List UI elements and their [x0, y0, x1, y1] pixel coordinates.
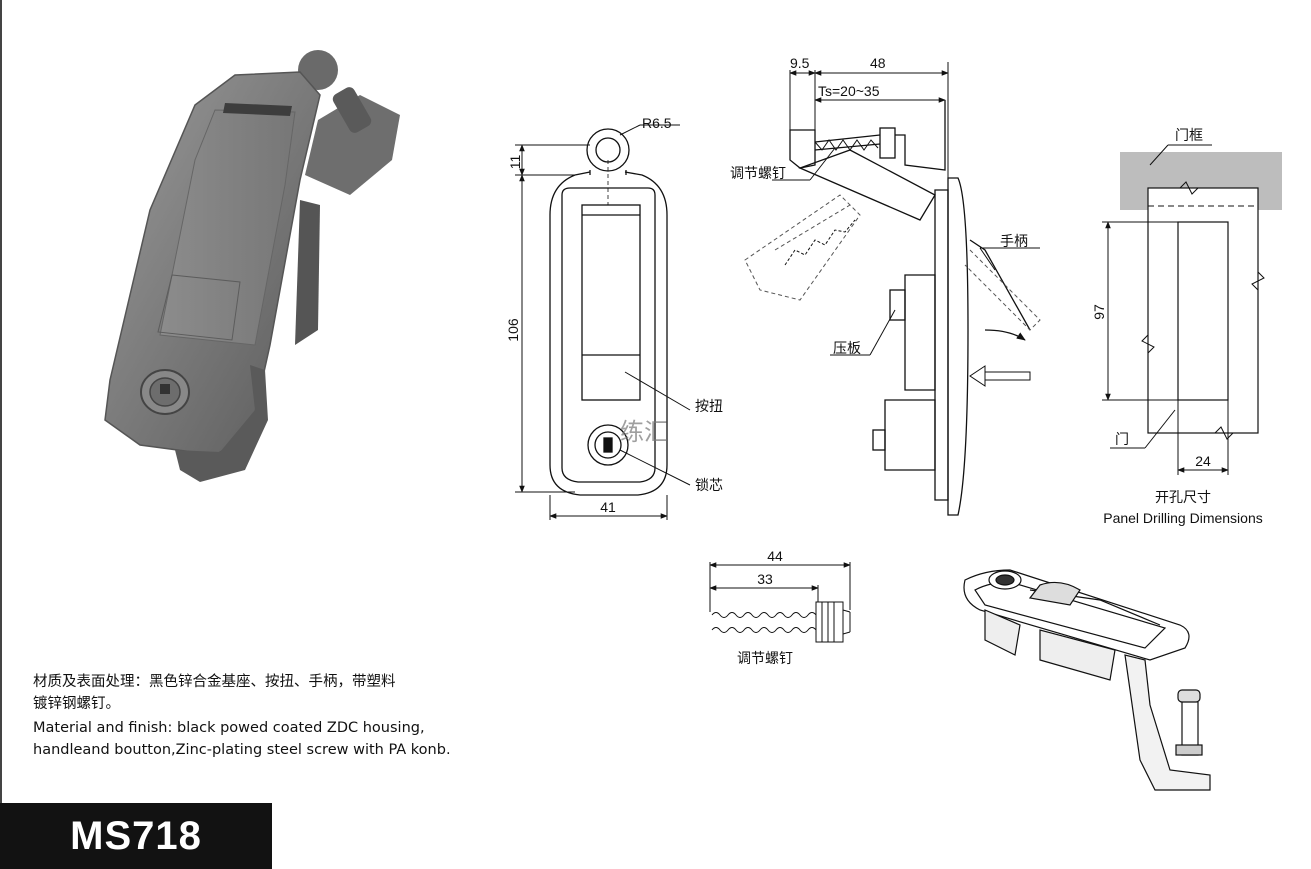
latch-3d-line-render	[963, 569, 1211, 791]
screw-thread-dim: 33	[757, 571, 773, 587]
width-dim: 41	[600, 499, 616, 515]
front-view	[549, 128, 668, 496]
panel-height-dim: 97	[1091, 304, 1107, 320]
screw-caption: 调节螺钉	[737, 651, 793, 667]
top-offset-dim: 11	[507, 155, 523, 170]
screw-detail	[709, 562, 851, 643]
panel-width-dim: 24	[1195, 453, 1211, 469]
door-label: 门	[1115, 432, 1129, 448]
handle-label: 手柄	[1000, 234, 1028, 250]
side-view	[789, 100, 1031, 516]
screw-total-dim: 44	[767, 548, 783, 564]
panel-drilling-diagram	[1120, 152, 1282, 440]
material-en-line2: handleand boutton,Zinc-plating steel scr…	[33, 742, 451, 758]
model-number: MS718	[70, 813, 202, 858]
door-frame-label: 门框	[1175, 128, 1203, 144]
side-ghost-handle	[744, 194, 1041, 331]
front-dimensions	[515, 124, 691, 520]
material-cn-line2: 镀锌钢螺钉。	[33, 696, 120, 712]
height-dim: 106	[505, 318, 521, 342]
material-cn-line1: 材质及表面处理：黑色锌合金基座、按扭、手柄，带塑料	[33, 674, 396, 690]
left-border	[0, 0, 2, 869]
panel-caption-cn: 开孔尺寸	[1155, 490, 1211, 506]
lock-core-label: 锁芯	[695, 478, 723, 494]
thickness-dim: Ts=20~35	[818, 83, 880, 99]
button-label: 按扭	[695, 399, 723, 415]
watermark: 练汇	[620, 418, 668, 446]
depth-dim: 48	[870, 55, 886, 71]
offset-dim: 9.5	[790, 55, 810, 71]
pressure-plate-label: 压板	[833, 341, 861, 357]
screw-thread-side	[784, 139, 879, 266]
panel-caption-en: Panel Drilling Dimensions	[1103, 510, 1263, 526]
panel-dimensions	[1102, 144, 1229, 475]
model-label-box: MS718	[0, 803, 272, 869]
side-dimensions	[772, 62, 1040, 356]
material-en-line1: Material and finish: black powed coated …	[33, 720, 425, 736]
push-arrow-icon	[969, 365, 1031, 387]
radius-dim: R6.5	[642, 115, 672, 131]
adjust-screw-label: 调节螺钉	[730, 166, 786, 182]
latch-3d-render	[104, 50, 400, 482]
